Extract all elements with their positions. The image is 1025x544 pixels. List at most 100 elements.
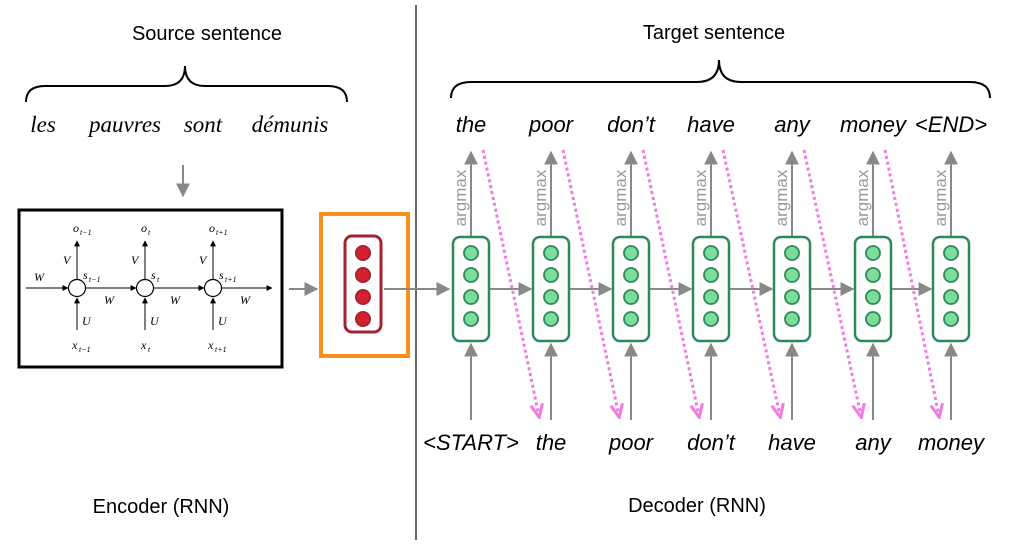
input-word: have [768, 430, 816, 455]
state-label: s [83, 268, 88, 282]
decoder-neuron [623, 245, 639, 261]
decoder-neuron [623, 267, 639, 283]
weight-v-label: V [63, 253, 72, 267]
input-word: any [855, 430, 892, 455]
argmax-label: argmax [772, 169, 791, 226]
input-label: x [207, 338, 214, 352]
decoder-neuron [865, 289, 881, 305]
decoder-neuron [463, 267, 479, 283]
input-label: x [71, 338, 78, 352]
encoding-neuron [355, 289, 371, 305]
decoder-neuron [463, 289, 479, 305]
state-label: s [151, 268, 156, 282]
input-word: money [918, 430, 986, 455]
decoder-neuron [784, 245, 800, 261]
decoder-neuron [543, 245, 559, 261]
source-words: les pauvres sont démunis [30, 112, 328, 137]
state-subscript: t+1 [225, 275, 237, 284]
input-subscript: t+1 [215, 345, 227, 354]
state-subscript: t [157, 275, 160, 284]
target-word: don’t [607, 112, 656, 137]
target-word: have [687, 112, 735, 137]
weight-w-label: W [34, 270, 45, 284]
input-word: the [536, 430, 567, 455]
source-brace [25, 65, 348, 103]
decoder-neuron [623, 289, 639, 305]
decoder-neuron [784, 311, 800, 327]
source-word: pauvres [87, 112, 161, 137]
decoder-neuron [865, 245, 881, 261]
output-subscript: t+1 [216, 228, 228, 237]
argmax-label: argmax [853, 169, 872, 226]
source-word: sont [184, 112, 223, 137]
input-subscript: t−1 [79, 345, 91, 354]
decoder-neuron [543, 311, 559, 327]
output-subscript: t−1 [80, 228, 92, 237]
decoder-neuron [943, 267, 959, 283]
weight-v-label: V [199, 253, 208, 267]
input-word: poor [608, 430, 655, 455]
argmax-label: argmax [691, 169, 710, 226]
decoder-neuron [463, 245, 479, 261]
decoder-cell [451, 235, 491, 343]
argmax-label: argmax [931, 169, 950, 226]
decoder-neuron [463, 311, 479, 327]
encoding-neuron [355, 267, 371, 283]
state-subscript: t−1 [89, 275, 101, 284]
output-label: o [141, 221, 147, 235]
rnn-cell: V U o t−1 s t−1 x t−1 [63, 221, 101, 354]
encoding-highlight-box [319, 212, 410, 358]
decoder-neuron [703, 289, 719, 305]
decoder-cell [691, 235, 731, 343]
decoder-neuron [943, 311, 959, 327]
input-word: don’t [687, 430, 736, 455]
decoder-neuron [703, 311, 719, 327]
decoder-neuron [943, 245, 959, 261]
decoder-neuron [543, 289, 559, 305]
decoder-neuron [703, 245, 719, 261]
input-word: <START> [423, 430, 519, 455]
decoder-neuron [784, 289, 800, 305]
decoder-neuron [943, 289, 959, 305]
decoder-heading: Decoder (RNN) [628, 495, 766, 517]
decoder-cell [531, 235, 571, 343]
weight-w-label: W [170, 293, 181, 307]
target-brace [450, 59, 991, 99]
output-subscript: t [148, 228, 151, 237]
source-sentence-heading: Source sentence [132, 23, 282, 45]
decoder-rnn: argmax the <START> argmax poor the argmax don’t… [384, 112, 987, 455]
target-word: poor [528, 112, 575, 137]
target-sentence-heading: Target sentence [643, 22, 785, 44]
decoder-neuron [623, 311, 639, 327]
output-label: o [73, 221, 79, 235]
decoder-cell [772, 235, 812, 343]
input-subscript: t [148, 345, 151, 354]
state-label: s [219, 268, 224, 282]
rnn-cell: V U o t+1 s t+1 x t+1 [199, 221, 237, 354]
decoder-neuron [784, 267, 800, 283]
weight-v-label: V [131, 253, 140, 267]
weight-w-label: W [240, 293, 251, 307]
output-label: o [209, 221, 215, 235]
encoding-vector-cell [343, 234, 383, 334]
source-word: les [30, 112, 56, 137]
argmax-label: argmax [531, 169, 550, 226]
decoder-cell [931, 235, 971, 343]
argmax-label: argmax [451, 169, 470, 226]
encoding-neuron [355, 311, 371, 327]
argmax-label: argmax [611, 169, 630, 226]
weight-u-label: U [150, 314, 160, 328]
decoder-cell [853, 235, 893, 343]
target-word: the [456, 112, 487, 137]
rnn-cell: V U o t s t x t [131, 221, 160, 354]
encoding-vector [319, 212, 410, 358]
weight-u-label: U [218, 314, 228, 328]
source-word: démunis [252, 112, 329, 137]
encoding-neuron [355, 245, 371, 261]
input-label: x [140, 338, 147, 352]
target-word: <END> [915, 112, 987, 137]
decoder-neuron [543, 267, 559, 283]
encoder-heading: Encoder (RNN) [93, 496, 230, 518]
decoder-neuron [865, 267, 881, 283]
